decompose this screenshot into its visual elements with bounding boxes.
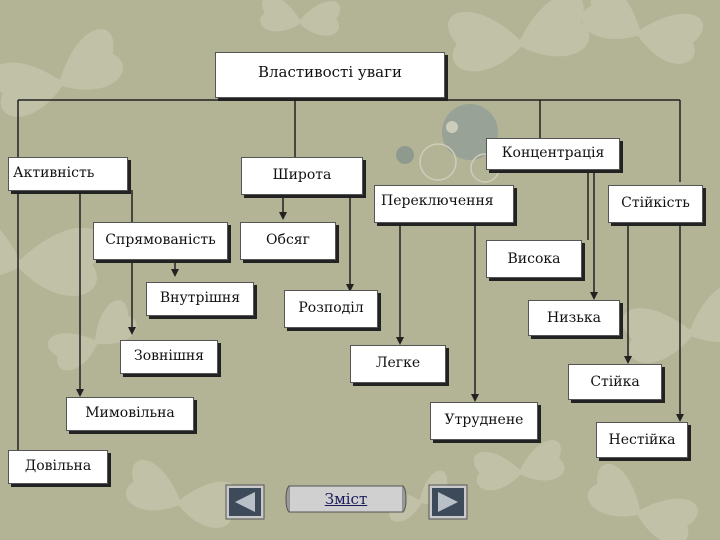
node-obsiah: Обсяг [240,222,336,260]
node-mymovilna-label: Мимовільна [85,405,175,421]
node-rozpodil: Розподіл [284,290,378,328]
node-nyzka: Низька [528,300,620,336]
contents-button[interactable]: Зміст [285,482,407,516]
node-vnutrishnia-label: Внутрішня [159,290,241,306]
node-aktyvnist-label: Активність [13,165,95,181]
node-obsiah-label: Обсяг [266,232,310,248]
node-stiika-label: Стійка [590,374,640,390]
node-stiika: Стійка [568,364,662,400]
node-nestiika-label: Нестійка [608,432,676,448]
node-perekliuchennia: Переключення [374,185,514,223]
node-zovnishnia: Зовнішня [120,340,218,374]
node-shyrota: Широта [241,157,363,195]
node-spriamovanist: Спрямованість [93,222,228,260]
node-lehke: Легке [350,345,446,383]
contents-label: Зміст [324,490,368,508]
node-dovilna-label: Довільна [24,458,92,474]
triangle-right-icon [438,492,458,512]
node-shyrota-label: Широта [272,167,332,183]
root-node: Властивості уваги [215,52,445,98]
node-spriamovanist-label: Спрямованість [105,232,216,248]
node-dovilna: Довільна [8,450,108,484]
node-vysoka-label: Висока [507,251,561,267]
node-nyzka-label: Низька [547,310,601,326]
node-kontsentratsiia: Концентрація [486,138,620,170]
next-slide-button[interactable] [428,484,468,520]
node-vnutrishnia: Внутрішня [146,282,254,316]
node-perekliuchennia-label: Переключення [381,193,494,209]
node-nestiika: Нестійка [596,422,688,458]
node-utrudnene: Утруднене [430,402,538,440]
node-aktyvnist: Активність [8,157,128,191]
prev-slide-button[interactable] [225,484,265,520]
node-zovnishnia-label: Зовнішня [133,348,205,364]
node-kontsentratsiia-label: Концентрація [501,145,605,161]
node-mymovilna: Мимовільна [66,397,194,431]
scroll-banner-icon [285,485,407,513]
triangle-left-icon [235,492,255,512]
node-stiikist: Стійкість [608,185,703,223]
node-utrudnene-label: Утруднене [444,412,524,428]
node-vysoka: Висока [486,240,582,278]
root-node-label: Властивості уваги [257,63,402,81]
node-stiikist-label: Стійкість [621,195,690,211]
node-rozpodil-label: Розподіл [298,300,364,316]
node-lehke-label: Легке [375,355,421,371]
